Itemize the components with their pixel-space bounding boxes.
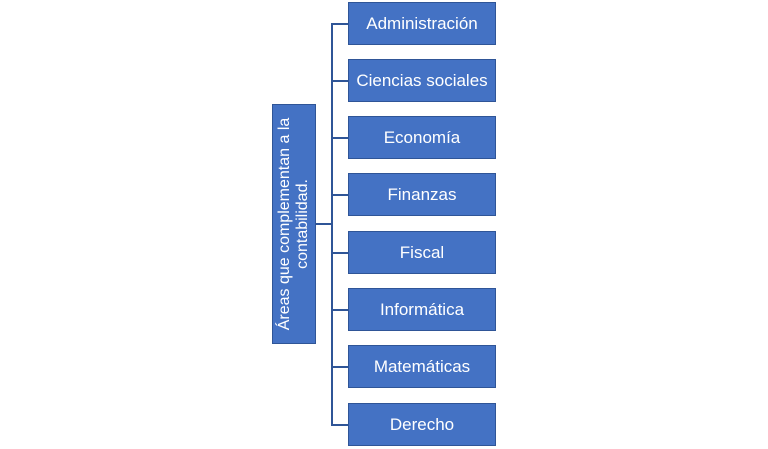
branch-connector-derecho [331, 424, 348, 426]
root-node-label: Áreas que complementan a la contabilidad… [276, 117, 311, 331]
child-node-economia: Economía [348, 116, 496, 159]
branch-connector-ciencias-sociales [331, 80, 348, 82]
root-node: Áreas que complementan a la contabilidad… [272, 104, 316, 344]
child-node-informatica: Informática [348, 288, 496, 331]
branch-connector-informatica [331, 309, 348, 311]
child-node-fiscal: Fiscal [348, 231, 496, 274]
child-node-finanzas: Finanzas [348, 173, 496, 216]
root-connector [316, 223, 332, 225]
branch-connector-fiscal [331, 252, 348, 254]
child-node-matematicas: Matemáticas [348, 345, 496, 388]
branch-connector-matematicas [331, 366, 348, 368]
branch-connector-economia [331, 137, 348, 139]
child-node-derecho: Derecho [348, 403, 496, 446]
vertical-connector [331, 23, 333, 426]
child-node-administracion: Administración [348, 2, 496, 45]
branch-connector-finanzas [331, 194, 348, 196]
branch-connector-administracion [331, 23, 348, 25]
child-node-ciencias-sociales: Ciencias sociales [348, 59, 496, 102]
